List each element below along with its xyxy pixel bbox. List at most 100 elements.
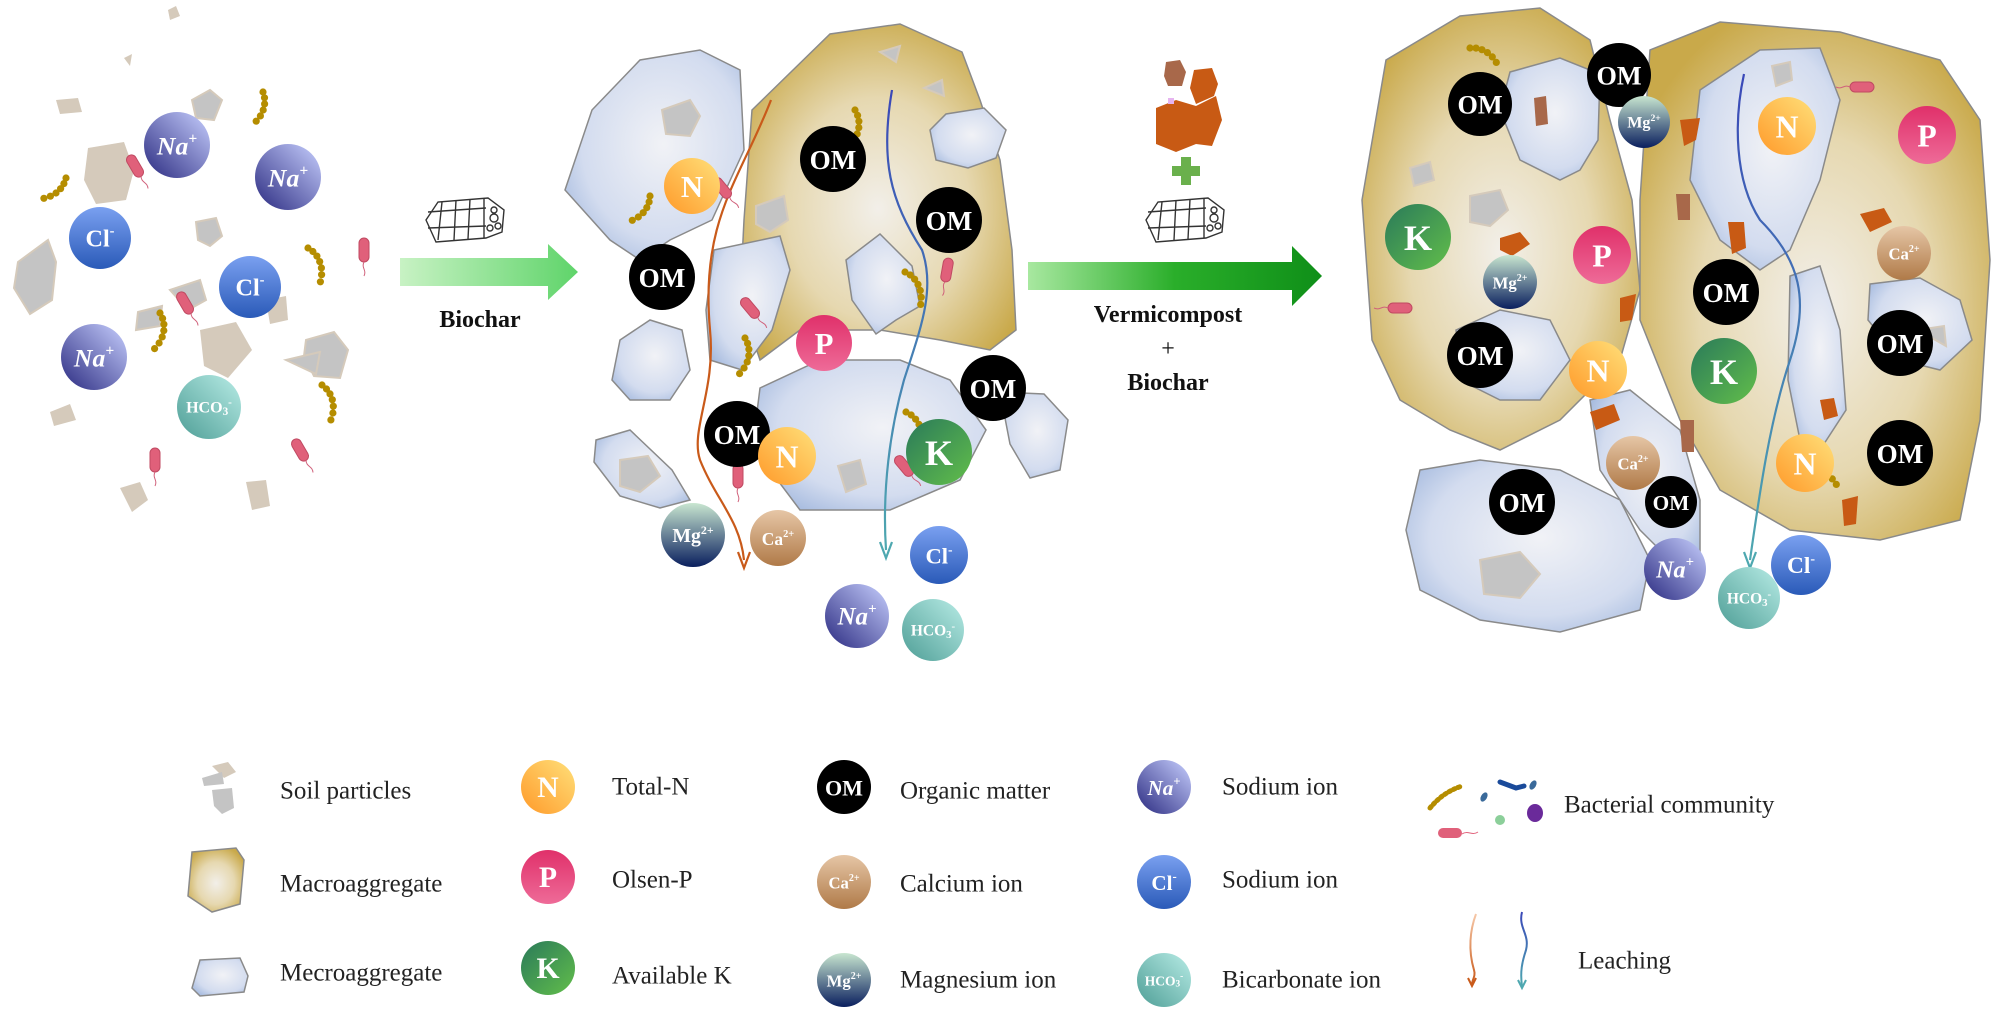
bacteria-rod <box>126 154 149 189</box>
bacteria-rod <box>291 438 314 473</box>
ion-label: OM <box>825 776 863 801</box>
ion-circle <box>817 760 871 814</box>
legend-label: Leaching <box>1578 948 1672 975</box>
magnesium-ion-icon: Mg2+ <box>1618 96 1670 148</box>
organic-matter-icon: OM <box>1587 43 1651 107</box>
ion-label: N <box>1775 110 1798 145</box>
magnesium-ion-icon: Mg2+ <box>1483 255 1537 309</box>
bicarbonate-ion-icon: HCO3- <box>1718 567 1780 629</box>
leaching-arrow-orange <box>696 99 773 561</box>
organic-matter-icon: OM <box>817 760 871 814</box>
ion-label: K <box>536 953 559 985</box>
chloride-ion-icon: Cl- <box>910 526 968 584</box>
ion-circle <box>521 850 575 904</box>
sodium-ion-icon: Na+ <box>825 584 889 648</box>
sodium-ion-icon: Na+ <box>1644 538 1706 600</box>
legend-item-sodium-ion: Na+Sodium ion <box>1137 760 1338 814</box>
legend-label: Soil particles <box>280 778 411 805</box>
legend-item-calcium-ion: Ca2+Calcium ion <box>817 855 1023 909</box>
magnesium-ion-icon: Mg2+ <box>817 953 871 1007</box>
microaggregate <box>929 107 1007 169</box>
bacteria-chain <box>846 106 863 150</box>
soil-particle <box>84 142 134 204</box>
bacteria-chain <box>1466 44 1500 66</box>
compost-fragment <box>1590 404 1620 430</box>
microaggregate <box>999 391 1069 479</box>
compost-fragments <box>1500 118 1892 526</box>
biochar-arrow-label: Biochar <box>439 307 521 333</box>
microaggregate <box>611 319 691 401</box>
chloride-ion-icon: Cl- <box>1137 855 1191 909</box>
legend-item-bacterial-community: Bacterial community <box>1427 779 1775 838</box>
bacteria-rod <box>740 297 768 329</box>
bacteria-chain <box>151 309 168 353</box>
compost-fragment <box>1680 118 1700 146</box>
bacteria-chain <box>252 88 269 125</box>
bacteria-chain <box>318 381 337 424</box>
ion-circle <box>1447 322 1513 388</box>
ion-circle <box>61 324 127 390</box>
ion-circle <box>1758 97 1816 155</box>
ion-circle <box>796 315 852 371</box>
soil-particle <box>1478 550 1542 600</box>
ion-circle <box>825 584 889 648</box>
soil-particle <box>836 458 868 494</box>
olsen-p-icon: P <box>796 315 852 371</box>
total-n-icon: N <box>1776 434 1834 492</box>
bacteria-rod <box>176 291 199 326</box>
compost-fragment <box>1534 96 1548 126</box>
leaching-icon <box>1467 911 1528 991</box>
soil-particle <box>194 216 224 248</box>
sodium-ion-icon: Na+ <box>1137 760 1191 814</box>
ion-circle <box>1867 420 1933 486</box>
compost-fragments-brown <box>1534 96 1694 452</box>
legend-item-chloride-ion: Cl- Sodium ion <box>1137 855 1338 909</box>
calcium-ion-icon: Ca2+ <box>750 510 806 566</box>
soil-particle <box>12 238 58 316</box>
total-n-icon: N <box>758 427 816 485</box>
compost-fragment <box>1676 194 1690 220</box>
ion-circle <box>521 760 575 814</box>
ion-circle <box>1771 535 1831 595</box>
ion-circle <box>1385 204 1451 270</box>
soil-particle <box>246 480 270 510</box>
bacteria-group <box>40 88 370 487</box>
olsen-p-icon: P <box>1573 226 1631 284</box>
available-k-icon: K <box>906 419 972 485</box>
organic-matter-icon: OM <box>1489 469 1555 535</box>
soil-particle <box>120 482 148 512</box>
ion-label: OM <box>1653 491 1690 515</box>
ion-circle <box>800 126 866 192</box>
ion-circle <box>255 144 321 210</box>
legend-label: Total-N <box>612 774 689 801</box>
legend-item-macroaggregate: Macroaggregate <box>187 847 442 913</box>
calcium-ion-icon: Ca2+ <box>817 855 871 909</box>
ion-label: OM <box>639 263 686 293</box>
vermicompost-arrow-shape <box>1028 246 1322 306</box>
macroaggregate-icon <box>187 847 245 913</box>
ion-label: Cl- <box>1151 870 1176 895</box>
bacteria-chain <box>901 268 925 308</box>
plus-label: + <box>1161 336 1175 362</box>
mecroaggregate-icon <box>191 957 249 997</box>
ion-circle <box>750 510 806 566</box>
bacteria-rod <box>149 447 161 487</box>
legend-item-magnesium-ion: Mg2+Magnesium ion <box>817 953 1057 1007</box>
ion-circle <box>521 941 575 995</box>
legend-label: Sodium ion <box>1222 867 1338 894</box>
ion-label: N <box>537 772 559 804</box>
ion-circle <box>144 112 210 178</box>
ion-label: OM <box>1877 329 1924 359</box>
legend-label: Macroaggregate <box>280 871 442 898</box>
legend-label: Mecroaggregate <box>280 960 442 987</box>
ion-circle <box>1137 760 1191 814</box>
plus-icon <box>1172 157 1200 185</box>
chloride-ion-icon: Cl- <box>1771 535 1831 595</box>
leaching-arrow-blue <box>883 89 929 551</box>
leaching-arrow-blue-head <box>878 541 894 562</box>
bicarbonate-ion-icon: HCO3- <box>1137 953 1191 1007</box>
